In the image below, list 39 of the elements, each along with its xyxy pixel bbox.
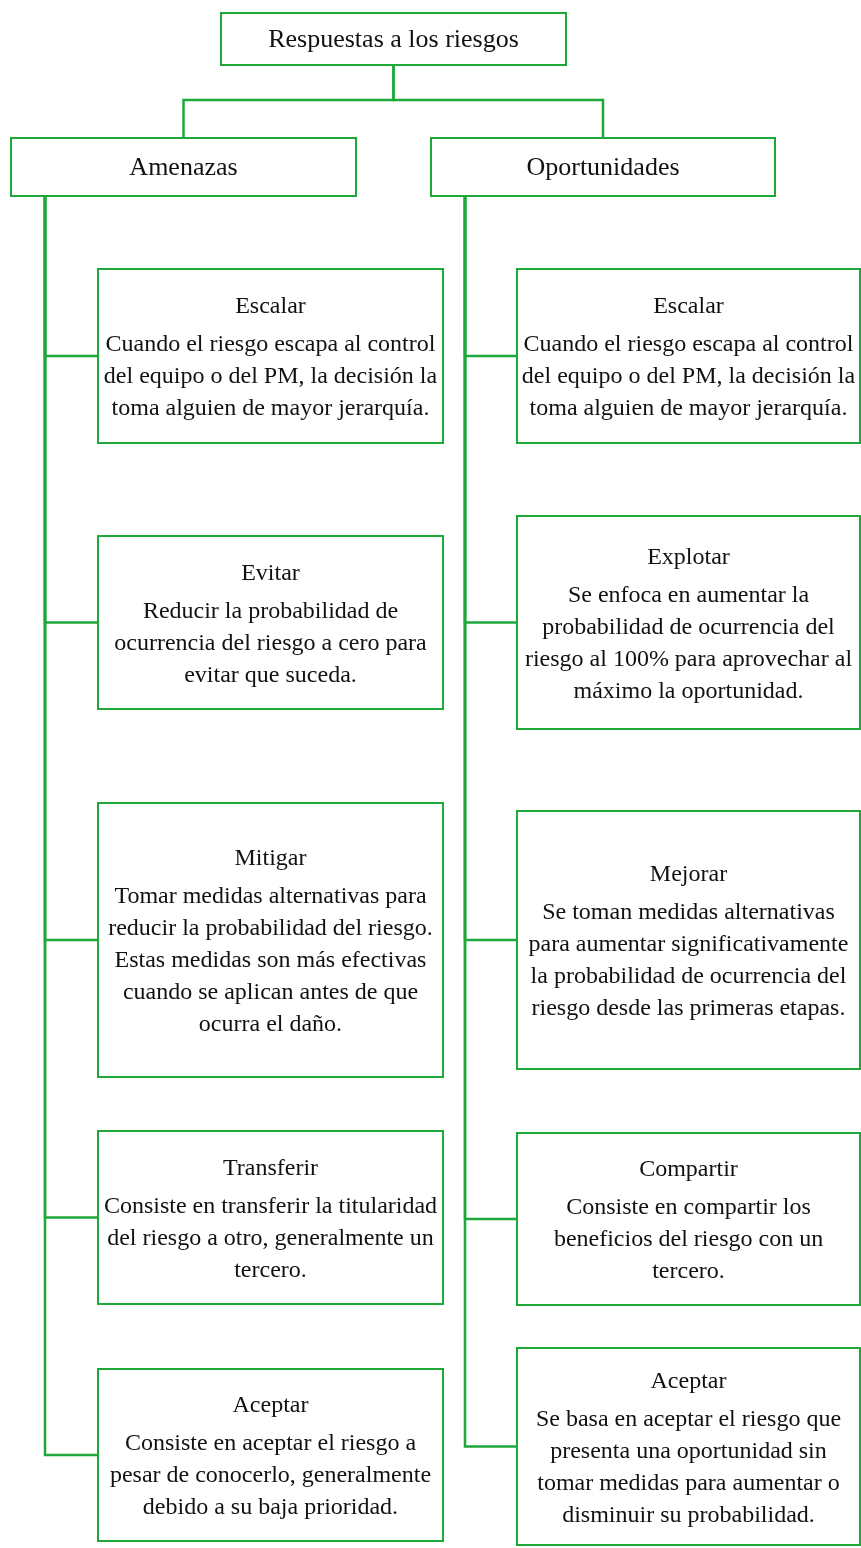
response-box — [97, 802, 444, 1078]
box-description: Se basa en aceptar el riesgo que presenta una oportunidad sin tomar medidas para aumentar o disminuir su probabilidad. — [534, 1403, 843, 1529]
box-title: Evitar — [241, 557, 300, 587]
connector-line — [392, 66, 605, 137]
box-description: Se toman medidas alternativas para aumentar significativamente la probabilidad de ocurrencia del riesgo desde las primeras etapas. — [527, 897, 850, 1022]
response-box — [97, 535, 444, 710]
response-box — [516, 1132, 861, 1306]
category-box — [430, 137, 776, 197]
box-title: Compartir — [639, 1154, 738, 1183]
response-box — [97, 1130, 444, 1305]
box-title: Escalar — [235, 291, 306, 320]
box-title: Aceptar — [232, 1390, 309, 1419]
box-title: Escalar — [653, 291, 724, 320]
box-description: Se enfoca en aumentar la probabilidad de ocurrencia del riesgo al 100% para aprovechar al máximo la oportunidad. — [523, 579, 854, 705]
box-title: Amenazas — [129, 151, 238, 183]
response-box — [516, 268, 861, 444]
category-box — [10, 137, 357, 197]
box-description: Reducir la probabilidad de ocurrencia del riesgo a cero para evitar que suceda. — [113, 595, 428, 689]
response-box — [516, 1347, 861, 1546]
box-title: Respuestas a los riesgos — [268, 23, 519, 55]
box-title: Mitigar — [234, 843, 307, 872]
box-title: Aceptar — [650, 1365, 727, 1395]
box-description: Tomar medidas alternativas para reducir la probabilidad del riesgo. Estas medidas son más efectivas cuando se aplican antes de que ocurra el daño. — [107, 881, 434, 1038]
connector-line — [463, 197, 516, 1448]
box-description: Consiste en aceptar el riesgo a pesar de conocerlo, generalmente debido a su baja prioridad. — [108, 1428, 433, 1521]
box-description: Consiste en transferir la titularidad del riesgo a otro, generalmente un tercero. — [102, 1190, 439, 1284]
response-box — [516, 810, 861, 1070]
response-box — [97, 268, 444, 444]
category-box — [220, 12, 567, 66]
box-description: Cuando el riesgo escapa al control del equipo o del PM, la decisión la toma alguien de mayor jerarquía. — [102, 329, 439, 422]
box-title: Mejorar — [649, 859, 728, 888]
response-box — [516, 515, 861, 730]
box-title: Explotar — [647, 541, 730, 571]
box-description: Consiste en compartir los beneficios del riesgo con un tercero. — [552, 1192, 825, 1285]
box-description: Cuando el riesgo escapa al control del equipo o del PM, la decisión la toma alguien de mayor jerarquía. — [520, 329, 857, 422]
connector-line — [43, 197, 97, 1457]
response-box — [97, 1368, 444, 1542]
box-title: Oportunidades — [526, 151, 680, 183]
box-title: Transferir — [222, 1152, 319, 1182]
